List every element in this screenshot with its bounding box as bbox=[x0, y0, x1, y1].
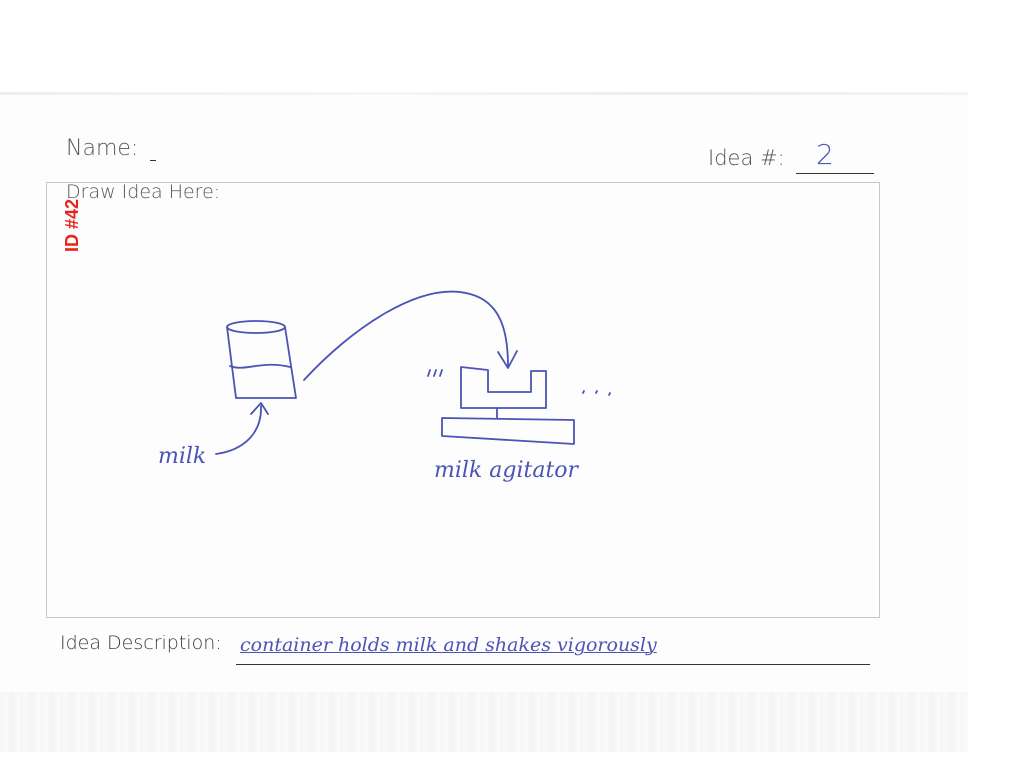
idea-number-line bbox=[796, 173, 874, 174]
idea-description-value: container holds milk and shakes vigorous… bbox=[240, 634, 657, 656]
milk-agitator-label: milk agitator bbox=[434, 458, 579, 483]
description-line bbox=[236, 664, 870, 665]
idea-description-label: Idea Description: bbox=[60, 632, 222, 654]
sheet-edge bbox=[0, 92, 968, 95]
idea-number-value: 2 bbox=[816, 138, 834, 171]
name-line bbox=[150, 160, 156, 161]
scan-noise bbox=[0, 692, 968, 752]
milk-label: milk bbox=[158, 444, 207, 469]
name-label: Name: bbox=[66, 136, 139, 161]
drawing-area bbox=[46, 182, 880, 618]
draw-idea-label: Draw Idea Here: bbox=[66, 181, 221, 203]
idea-number-label: Idea #: bbox=[708, 146, 785, 170]
id-stamp: ID #42 bbox=[62, 198, 82, 252]
